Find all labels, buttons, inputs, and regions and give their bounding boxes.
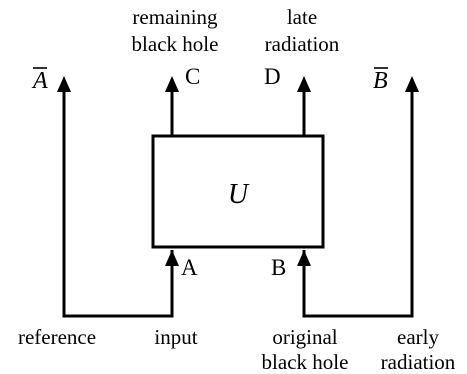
caption-early-line2: radiation xyxy=(381,350,456,374)
port-a-label: A xyxy=(181,255,198,280)
output-c-arrowhead xyxy=(165,76,179,92)
caption-early-line1: early xyxy=(397,325,439,349)
caption-original-line2: black hole xyxy=(262,350,349,374)
caption-input: input xyxy=(154,325,197,349)
bbar-arrowhead xyxy=(405,76,419,92)
output-d-arrowhead xyxy=(297,76,311,92)
abar-arrowhead xyxy=(57,76,71,92)
abar-label: A xyxy=(31,68,48,94)
port-b-label: B xyxy=(271,255,286,280)
caption-late-line1: late xyxy=(287,5,317,29)
unitary-gate-box xyxy=(151,134,325,249)
reference-wire xyxy=(62,90,174,318)
caption-remaining-line2: black hole xyxy=(132,32,219,56)
caption-reference: reference xyxy=(18,325,96,349)
early-radiation-wire xyxy=(302,90,414,318)
unitary-gate-label: U xyxy=(228,179,250,210)
caption-late-line2: radiation xyxy=(265,32,340,56)
input-b-arrowhead xyxy=(297,250,311,266)
caption-original-line1: original xyxy=(272,325,337,349)
caption-remaining-line1: remaining xyxy=(132,5,218,29)
port-d-label: D xyxy=(264,64,281,89)
input-a-arrowhead xyxy=(165,250,179,266)
bbar-label: B xyxy=(373,68,388,94)
port-c-label: C xyxy=(185,64,200,89)
